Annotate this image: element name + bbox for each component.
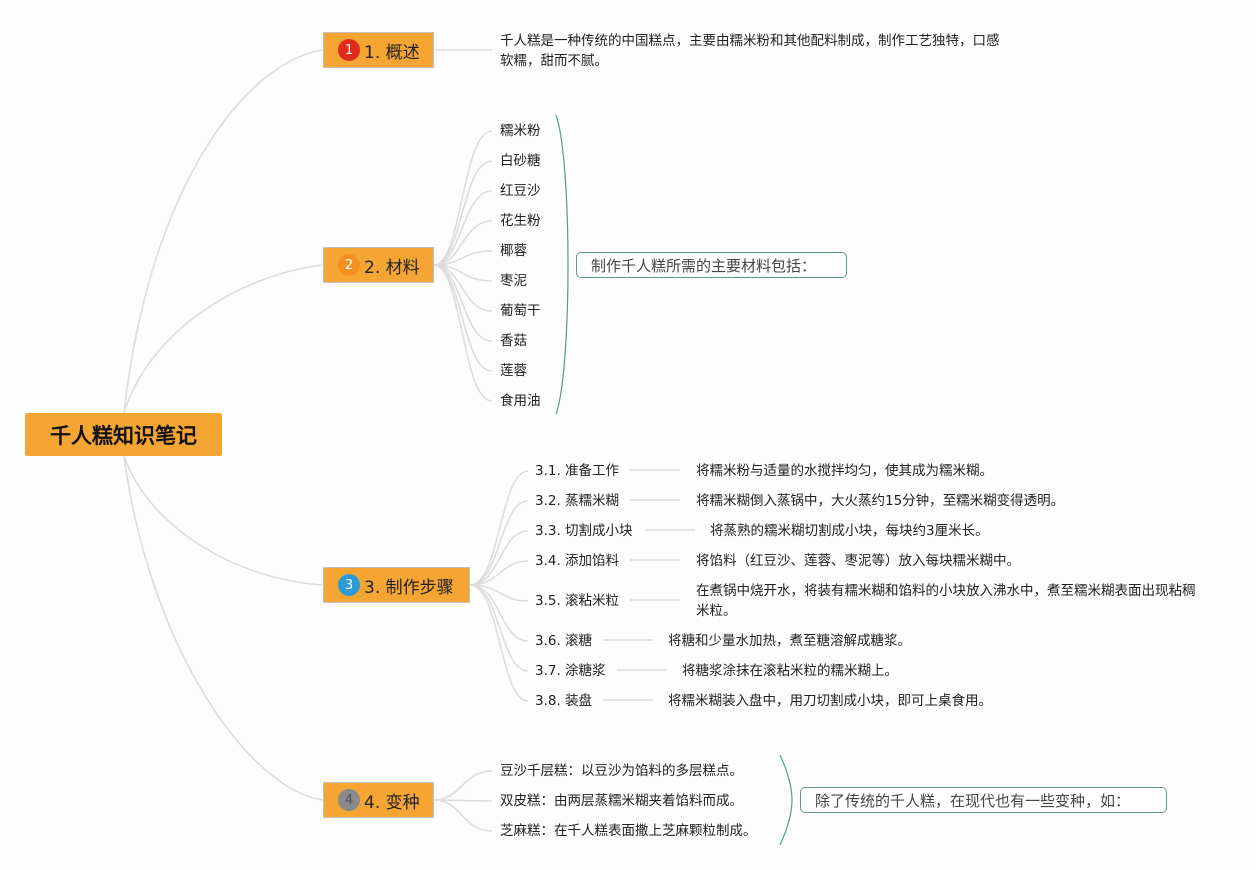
step-desc: 在煮锅中烧开水，将装有糯米糊和馅料的小块放入沸水中，煮至糯米糊表面出现粘稠米粒。 xyxy=(696,583,1196,619)
variant-item: 芝麻糕：在千人糕表面撒上芝麻颗粒制成。 xyxy=(500,823,757,839)
step-label: 3.4. 添加馅料 xyxy=(535,553,620,569)
topic-variants-label: 4. 变种 xyxy=(364,792,420,813)
step-label: 3.7. 涂糖浆 xyxy=(535,663,606,679)
material-item: 食用油 xyxy=(500,393,541,409)
topic-steps-label: 3. 制作步骤 xyxy=(364,577,454,598)
step-desc: 将蒸熟的糯米糊切割成小块，每块约3厘米长。 xyxy=(710,523,989,539)
material-item: 糯米粉 xyxy=(500,123,541,139)
step-label: 3.2. 蒸糯米糊 xyxy=(535,493,620,509)
step-desc: 将糖和少量水加热，煮至糖溶解成糖浆。 xyxy=(668,633,911,649)
badge-4-icon: 4 xyxy=(338,789,360,811)
variants-summary[interactable]: 除了传统的千人糕，在现代也有一些变种，如： xyxy=(800,787,1167,813)
step-label: 3.6. 滚糖 xyxy=(535,633,593,649)
topic-overview-label: 1. 概述 xyxy=(364,42,420,63)
badge-3-icon: 3 xyxy=(338,574,360,596)
topic-variants[interactable]: 4 4. 变种 xyxy=(323,782,434,818)
step-desc: 将糯米粉与适量的水搅拌均匀，使其成为糯米糊。 xyxy=(696,463,993,479)
step-desc: 将糖浆涂抹在滚粘米粒的糯米糊上。 xyxy=(682,663,898,679)
materials-summary[interactable]: 制作千人糕所需的主要材料包括： xyxy=(576,252,847,278)
variant-item: 双皮糕：由两层蒸糯米糊夹着馅料而成。 xyxy=(500,793,743,809)
material-item: 葡萄干 xyxy=(500,303,541,319)
step-desc: 将糯米糊倒入蒸锅中，大火蒸约15分钟，至糯米糊变得透明。 xyxy=(696,493,1065,509)
step-label: 3.5. 滚粘米粒 xyxy=(535,593,620,609)
material-item: 红豆沙 xyxy=(500,183,541,199)
badge-2-icon: 2 xyxy=(338,254,360,276)
badge-1-icon: 1 xyxy=(338,39,360,61)
topic-materials[interactable]: 2 2. 材料 xyxy=(323,247,434,283)
topic-overview[interactable]: 1 1. 概述 xyxy=(323,32,434,68)
material-item: 白砂糖 xyxy=(500,153,541,169)
material-item: 香菇 xyxy=(500,333,527,349)
topic-steps[interactable]: 3 3. 制作步骤 xyxy=(323,567,470,603)
step-label: 3.8. 装盘 xyxy=(535,693,593,709)
material-item: 莲蓉 xyxy=(500,363,527,379)
material-item: 枣泥 xyxy=(500,273,527,289)
material-item: 椰蓉 xyxy=(500,243,527,259)
materials-summary-text: 制作千人糕所需的主要材料包括： xyxy=(591,256,817,275)
step-desc: 将糯米糊装入盘中，用刀切割成小块，即可上桌食用。 xyxy=(668,693,992,709)
root-topic[interactable]: 千人糕知识笔记 xyxy=(25,413,222,456)
step-label: 3.3. 切割成小块 xyxy=(535,523,633,539)
root-title: 千人糕知识笔记 xyxy=(50,423,197,448)
variant-item: 豆沙千层糕：以豆沙为馅料的多层糕点。 xyxy=(500,763,743,779)
variants-summary-text: 除了传统的千人糕，在现代也有一些变种，如： xyxy=(815,791,1131,810)
topic-materials-label: 2. 材料 xyxy=(364,257,420,278)
overview-text: 千人糕是一种传统的中国糕点，主要由糯米粉和其他配料制成，制作工艺独特，口感软糯，… xyxy=(500,33,1000,69)
step-label: 3.1. 准备工作 xyxy=(535,463,620,479)
step-desc: 将馅料（红豆沙、莲蓉、枣泥等）放入每块糯米糊中。 xyxy=(696,553,1020,569)
material-item: 花生粉 xyxy=(500,213,541,229)
